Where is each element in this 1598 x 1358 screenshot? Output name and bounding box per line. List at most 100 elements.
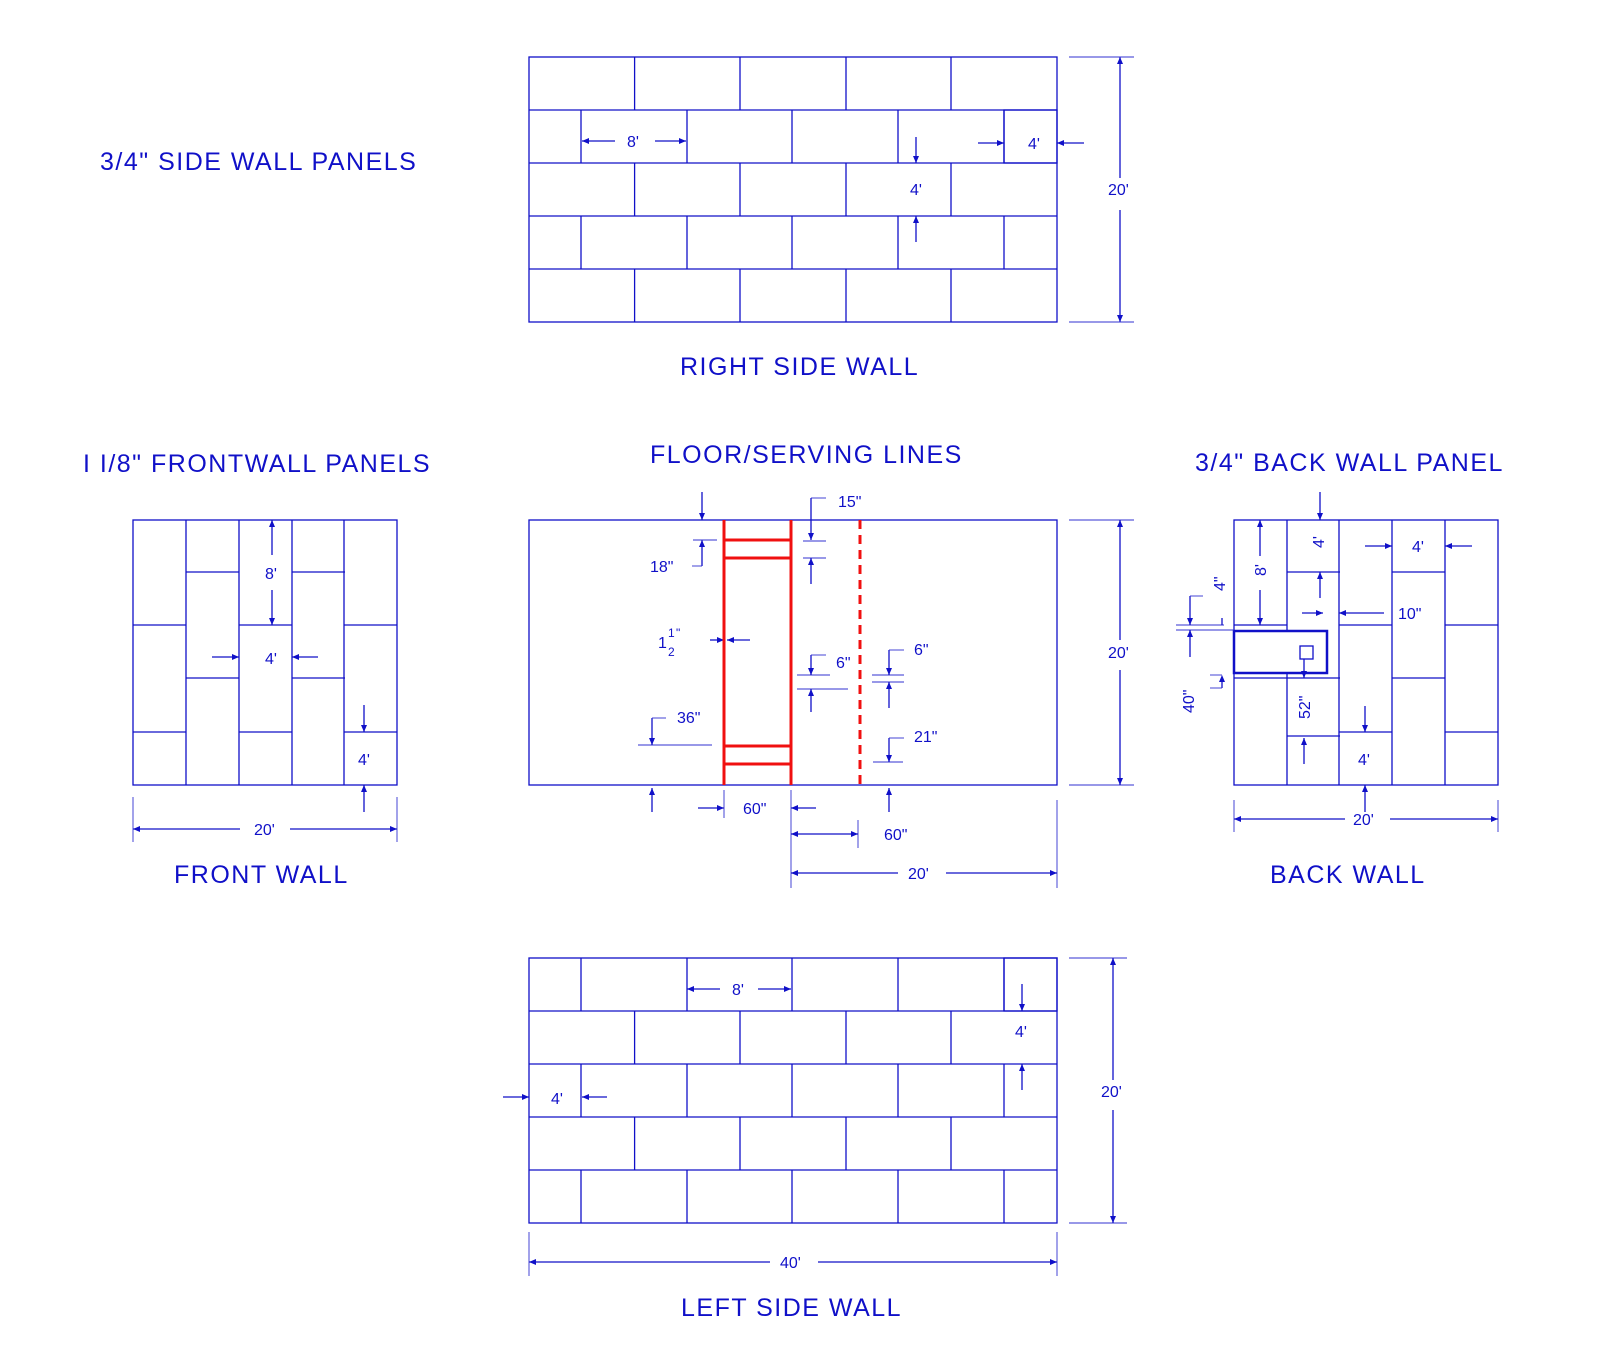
arrowhead — [1301, 738, 1307, 745]
dim-label: 8' — [265, 566, 277, 583]
arrowhead — [791, 831, 798, 837]
dim-label: 6" — [914, 642, 929, 659]
arrowhead — [1110, 1216, 1116, 1223]
arrowhead — [913, 156, 919, 163]
dim-label: 60" — [884, 827, 907, 844]
arrowhead — [808, 533, 814, 540]
front-wall-panels-title: I I/8" FRONTWALL PANELS — [83, 450, 431, 478]
floor — [528, 519, 1058, 786]
arrowhead — [997, 140, 1004, 146]
arrowhead — [269, 520, 275, 527]
back-wall-panel-title: 3/4" BACK WALL PANEL — [1195, 449, 1504, 477]
arrowhead — [687, 986, 694, 992]
arrowhead — [522, 1094, 529, 1100]
arrowhead — [886, 668, 892, 675]
dim-label: 4' — [910, 182, 922, 199]
back-wall-title: BACK WALL — [1270, 861, 1426, 889]
dim-label: 8' — [627, 134, 639, 151]
arrowhead — [1362, 725, 1368, 732]
arrowhead — [361, 725, 367, 732]
dim-label: 40" — [1181, 690, 1198, 713]
arrowhead — [784, 986, 791, 992]
dim-label: 2 — [668, 645, 675, 659]
dim-label: 4' — [1015, 1024, 1027, 1041]
dim-label: 18" — [650, 559, 673, 576]
arrowhead — [133, 826, 140, 832]
arrowhead — [717, 805, 724, 811]
arrowhead — [1187, 618, 1193, 625]
dim-label: 8' — [732, 982, 744, 999]
arrowhead — [1050, 1259, 1057, 1265]
arrowhead — [808, 668, 814, 675]
dim-label: 20' — [1353, 812, 1374, 829]
arrowhead — [727, 637, 734, 643]
arrowhead — [361, 785, 367, 792]
dim-label: 6" — [836, 655, 851, 672]
arrowhead — [1019, 1004, 1025, 1011]
dim-label: 20' — [1101, 1084, 1122, 1101]
arrowhead — [1317, 513, 1323, 520]
arrowhead — [913, 216, 919, 223]
arrowhead — [1491, 816, 1498, 822]
arrowhead — [1445, 543, 1452, 549]
right-side-wall — [528, 56, 1058, 323]
dim-label: 4" — [1212, 576, 1229, 591]
floor-serving-lines-title: FLOOR/SERVING LINES — [650, 441, 963, 469]
dim-label: 20' — [908, 866, 929, 883]
right-side-wall-title: RIGHT SIDE WALL — [680, 353, 919, 381]
arrowhead — [886, 755, 892, 762]
dim-label: 21" — [914, 729, 937, 746]
arrowhead — [1110, 958, 1116, 965]
arrowhead — [529, 1259, 536, 1265]
dim-label: 60" — [743, 801, 766, 818]
dim-label: 52" — [1297, 696, 1314, 719]
arrowhead — [1050, 870, 1057, 876]
arrowhead — [292, 654, 299, 660]
arrowhead — [1257, 618, 1263, 625]
arrowhead — [649, 738, 655, 745]
left-side-wall-title: LEFT SIDE WALL — [681, 1294, 902, 1322]
side-wall-panels-title: 3/4" SIDE WALL PANELS — [100, 148, 417, 176]
arrowhead — [851, 831, 858, 837]
arrowhead — [1117, 315, 1123, 322]
dimension-lines — [132, 56, 1499, 1276]
arrowhead — [1257, 520, 1263, 527]
arrowhead — [791, 870, 798, 876]
arrowhead — [1301, 671, 1307, 678]
panel-grids — [132, 56, 1499, 1224]
front-wall-title: FRONT WALL — [174, 861, 349, 889]
dim-label: 1 — [658, 635, 667, 652]
dim-label: 4' — [1028, 136, 1040, 153]
arrowhead — [1187, 630, 1193, 637]
arrowhead — [1117, 57, 1123, 64]
arrowhead — [808, 689, 814, 696]
arrowhead — [582, 1094, 589, 1100]
dim-label: 36" — [677, 710, 700, 727]
dim-label: 4' — [1412, 539, 1424, 556]
highlight-panel — [1003, 109, 1058, 164]
arrowhead — [679, 138, 686, 144]
arrowhead — [886, 788, 892, 795]
arrowhead — [1057, 140, 1064, 146]
back-wall-opening — [1232, 629, 1329, 675]
arrowhead — [582, 138, 589, 144]
arrowhead — [649, 788, 655, 795]
arrowhead — [791, 805, 798, 811]
dim-label: 1 — [668, 626, 675, 640]
arrowhead — [1385, 543, 1392, 549]
arrowhead — [717, 637, 724, 643]
dim-label: 4' — [358, 752, 370, 769]
dim-label: 40' — [780, 1255, 801, 1272]
arrowhead — [269, 618, 275, 625]
arrowhead — [1019, 1064, 1025, 1071]
dim-label: 8' — [1253, 564, 1270, 576]
arrowhead — [390, 826, 397, 832]
dim-label: 20' — [254, 822, 275, 839]
dim-label: 20' — [1108, 182, 1129, 199]
floor-serving-lines — [722, 520, 862, 785]
arrowhead — [886, 682, 892, 689]
arrowhead — [232, 654, 239, 660]
arrowhead — [1117, 520, 1123, 527]
dim-label: 4' — [1311, 536, 1328, 548]
dim-label: 10" — [1398, 606, 1421, 623]
